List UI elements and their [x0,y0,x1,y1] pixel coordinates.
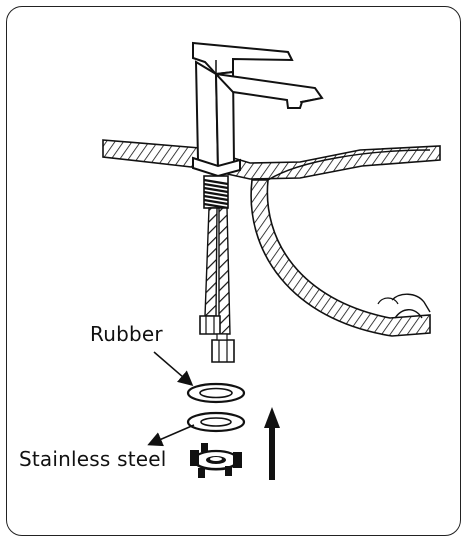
stainless-steel-leader-arrow [147,424,195,447]
sink-bowl [250,149,431,337]
up-arrow-icon [264,407,280,480]
rubber-washer [186,382,246,404]
rubber-label: Rubber [90,322,163,346]
stainless-steel-washer [186,411,246,433]
threaded-stem [203,175,229,210]
countertop [102,139,441,180]
fixing-nut [190,443,242,478]
rubber-leader-arrow [153,351,194,386]
faucet [192,41,324,178]
braided-hoses [199,207,235,363]
stainless-steel-label: Stainless steel [19,447,167,471]
